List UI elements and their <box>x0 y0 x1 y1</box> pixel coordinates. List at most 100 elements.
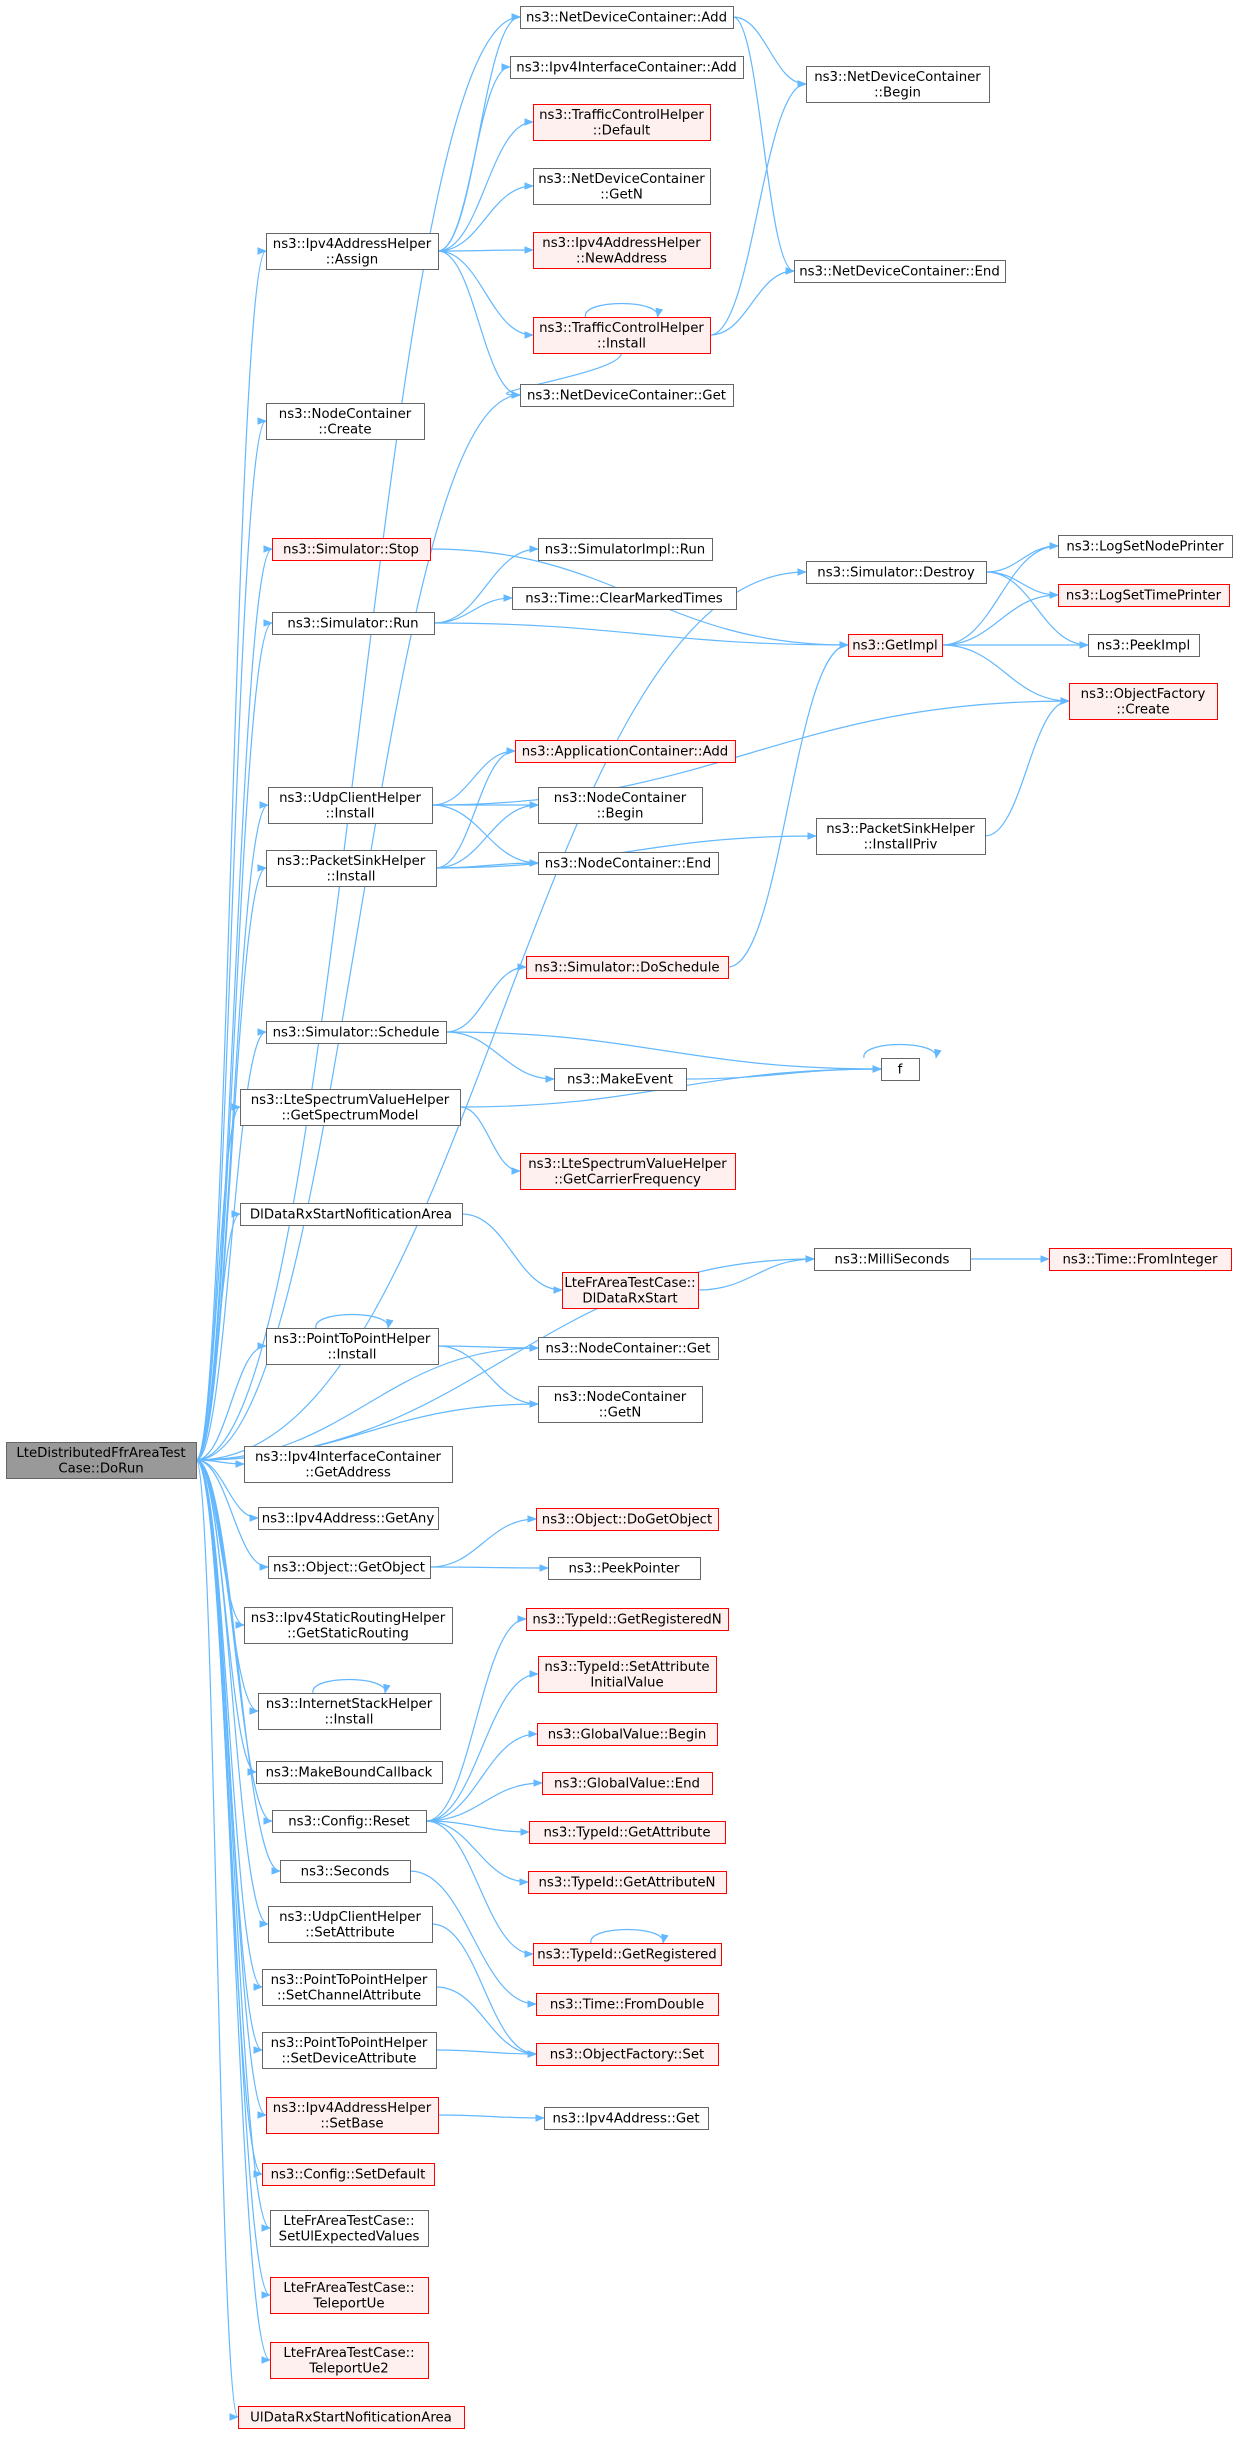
node-box <box>1069 683 1218 720</box>
node-box <box>266 403 425 440</box>
node-label-line: ns3::ObjectFactory <box>1081 687 1206 702</box>
graph-node-appcontainer_add[interactable]: ns3::ApplicationContainer::Add <box>515 740 736 763</box>
node-label-line: ns3::UdpClientHelper <box>279 791 421 806</box>
node-label-line: ns3::Ipv4AddressHelper <box>273 2101 432 2116</box>
graph-node-ipv4ic_getaddr[interactable]: ns3::Ipv4InterfaceContainer::GetAddress <box>244 1446 453 1483</box>
graph-node-sim_stop[interactable]: ns3::Simulator::Stop <box>272 538 431 561</box>
node-box <box>266 1328 439 1365</box>
graph-node-dlrx_area[interactable]: DlDataRxStartNofiticationArea <box>240 1203 463 1226</box>
graph-node-ipv4ah_newaddr[interactable]: ns3::Ipv4AddressHelper::NewAddress <box>533 232 711 269</box>
graph-node-ipv4ah_assign[interactable]: ns3::Ipv4AddressHelper::Assign <box>266 233 439 270</box>
graph-node-psh_installpriv[interactable]: ns3::PacketSinkHelper::InstallPriv <box>816 818 986 855</box>
graph-node-peekimpl[interactable]: ns3::PeekImpl <box>1088 634 1200 657</box>
graph-node-psh_install[interactable]: ns3::PacketSinkHelper::Install <box>266 850 437 887</box>
graph-node-f[interactable]: f <box>881 1058 920 1081</box>
graph-node-p2p_setdevice[interactable]: ns3::PointToPointHelper::SetDeviceAttrib… <box>262 2032 437 2069</box>
graph-node-config_setdefault[interactable]: ns3::Config::SetDefault <box>262 2163 435 2186</box>
call-edge-ndc_add-to-ndc_begin <box>732 16 807 88</box>
graph-node-typeid_getattrn[interactable]: ns3::TypeId::GetAttributeN <box>528 1871 727 1894</box>
graph-node-p2p_install[interactable]: ns3::PointToPointHelper::Install <box>266 1328 439 1365</box>
graph-node-nc_get[interactable]: ns3::NodeContainer::Get <box>538 1337 719 1360</box>
graph-node-typeid_getreg[interactable]: ns3::TypeId::GetRegistered <box>533 1943 722 1966</box>
graph-node-simimpl_run[interactable]: ns3::SimulatorImpl::Run <box>538 538 713 561</box>
node-label-line: ::Install <box>325 1712 374 1727</box>
node-label-line: ns3::LogSetTimePrinter <box>1066 589 1222 604</box>
call-edge-root-to-lsvh_getspectrum <box>195 1103 241 1461</box>
node-label-line: ns3::TypeId::GetRegistered <box>537 1948 716 1963</box>
node-label-line: ns3::TypeId::GetAttributeN <box>539 1876 716 1891</box>
graph-node-sim_run[interactable]: ns3::Simulator::Run <box>272 612 435 635</box>
graph-node-ipv4ah_setbase[interactable]: ns3::Ipv4AddressHelper::SetBase <box>266 2097 439 2134</box>
graph-node-objfactory_create[interactable]: ns3::ObjectFactory::Create <box>1069 683 1218 720</box>
graph-node-lteffr_teleport[interactable]: LteFrAreaTestCase::TeleportUe <box>270 2277 429 2314</box>
graph-node-ipv4a_getany[interactable]: ns3::Ipv4Address::GetAny <box>258 1507 439 1530</box>
graph-node-ipv4a_get[interactable]: ns3::Ipv4Address::Get <box>544 2107 709 2130</box>
graph-node-ndc_end[interactable]: ns3::NetDeviceContainer::End <box>794 260 1006 283</box>
graph-node-sim_doschedule[interactable]: ns3::Simulator::DoSchedule <box>526 956 729 979</box>
graph-node-logsettimeprinter[interactable]: ns3::LogSetTimePrinter <box>1058 584 1230 607</box>
graph-node-ndc_getn[interactable]: ns3::NetDeviceContainer::GetN <box>533 168 711 205</box>
graph-node-gv_begin[interactable]: ns3::GlobalValue::Begin <box>537 1723 718 1746</box>
call-edge-psh_install-to-nc_begin <box>435 801 539 869</box>
node-box <box>268 787 433 824</box>
graph-node-p2p_setchannel[interactable]: ns3::PointToPointHelper::SetChannelAttri… <box>262 1969 437 2006</box>
graph-node-time_clearmarked[interactable]: ns3::Time::ClearMarkedTimes <box>512 587 737 610</box>
graph-node-time_frominteger[interactable]: ns3::Time::FromInteger <box>1049 1248 1232 1271</box>
graph-node-tch_install[interactable]: ns3::TrafficControlHelper::Install <box>533 317 711 354</box>
graph-node-sim_destroy[interactable]: ns3::Simulator::Destroy <box>806 561 987 584</box>
graph-node-lteffr_teleport2[interactable]: LteFrAreaTestCase::TeleportUe2 <box>270 2342 429 2379</box>
graph-node-ulrx_area[interactable]: UlDataRxStartNofiticationArea <box>238 2406 465 2429</box>
call-edge-config_reset-to-gv_begin <box>425 1730 538 1822</box>
call-edge-root-to-nc_create <box>195 417 267 1461</box>
graph-node-ipv4ic_add[interactable]: ns3::Ipv4InterfaceContainer::Add <box>510 56 744 79</box>
graph-node-ndc_add[interactable]: ns3::NetDeviceContainer::Add <box>520 6 734 29</box>
node-box <box>529 1821 726 1844</box>
call-edge-p2p_install-to-p2p_install <box>315 1314 394 1329</box>
graph-node-ndc_get[interactable]: ns3::NetDeviceContainer::Get <box>520 384 734 407</box>
graph-node-millis[interactable]: ns3::MilliSeconds <box>814 1248 971 1271</box>
graph-node-nc_begin[interactable]: ns3::NodeContainer::Begin <box>538 787 703 824</box>
graph-node-getimpl[interactable]: ns3::GetImpl <box>848 634 943 657</box>
graph-node-lsvh_getcarrier[interactable]: ns3::LteSpectrumValueHelper::GetCarrierF… <box>520 1153 736 1190</box>
node-box <box>538 538 713 561</box>
graph-node-time_fromdouble[interactable]: ns3::Time::FromDouble <box>536 1993 719 2016</box>
graph-node-obj_getobject[interactable]: ns3::Object::GetObject <box>268 1556 431 1579</box>
graph-node-tch_default[interactable]: ns3::TrafficControlHelper::Default <box>533 104 711 141</box>
node-box <box>848 634 943 657</box>
graph-node-nc_end[interactable]: ns3::NodeContainer::End <box>538 852 719 875</box>
call-edge-root-to-p2p_setchannel <box>195 1459 263 1991</box>
graph-node-seconds[interactable]: ns3::Seconds <box>280 1860 411 1883</box>
graph-node-udpch_install[interactable]: ns3::UdpClientHelper::Install <box>268 787 433 824</box>
call-edge-udpch_install-to-nc_end <box>431 804 539 867</box>
graph-node-sim_schedule[interactable]: ns3::Simulator::Schedule <box>266 1021 447 1044</box>
node-label-line: ns3::TypeId::GetRegisteredN <box>532 1613 721 1628</box>
graph-node-lteffr_dlrx[interactable]: LteFrAreaTestCase::DlDataRxStart <box>562 1272 699 1309</box>
graph-node-objfactory_set[interactable]: ns3::ObjectFactory::Set <box>536 2043 719 2066</box>
graph-node-lsvh_getspectrum[interactable]: ns3::LteSpectrumValueHelper::GetSpectrum… <box>240 1089 461 1126</box>
graph-node-logsetnodeprinter[interactable]: ns3::LogSetNodePrinter <box>1058 535 1233 558</box>
graph-node-obj_dogetobject[interactable]: ns3::Object::DoGetObject <box>536 1508 719 1531</box>
node-label-line: ns3::Ipv4StaticRoutingHelper <box>251 1611 446 1626</box>
call-edge-sim_run-to-time_clearmarked <box>433 594 513 624</box>
graph-node-typeid_getattr[interactable]: ns3::TypeId::GetAttribute <box>529 1821 726 1844</box>
graph-node-typeid_getregn[interactable]: ns3::TypeId::GetRegisteredN <box>526 1608 729 1631</box>
graph-node-ndc_begin[interactable]: ns3::NetDeviceContainer::Begin <box>806 66 990 103</box>
graph-node-gv_end[interactable]: ns3::GlobalValue::End <box>542 1772 713 1795</box>
graph-node-udpch_setattr[interactable]: ns3::UdpClientHelper::SetAttribute <box>268 1906 433 1943</box>
graph-node-config_reset[interactable]: ns3::Config::Reset <box>272 1810 427 1833</box>
graph-node-makeboundcb[interactable]: ns3::MakeBoundCallback <box>256 1761 443 1784</box>
call-edge-psh_install-to-appcontainer_add <box>435 747 516 869</box>
node-label-line: ::Create <box>1116 702 1169 717</box>
call-edge-ish_install-to-ish_install <box>312 1679 391 1694</box>
graph-node-lteffr_setul[interactable]: LteFrAreaTestCase::SetUlExpectedValues <box>270 2210 429 2247</box>
node-label-line: ns3::TypeId::GetAttribute <box>543 1826 710 1841</box>
graph-node-makeevent[interactable]: ns3::MakeEvent <box>554 1068 687 1091</box>
graph-node-nc_create[interactable]: ns3::NodeContainer::Create <box>266 403 425 440</box>
graph-node-nc_getn[interactable]: ns3::NodeContainer::GetN <box>538 1386 703 1423</box>
graph-node-ipv4srh_getstatic[interactable]: ns3::Ipv4StaticRoutingHelper::GetStaticR… <box>244 1607 453 1644</box>
call-edge-config_reset-to-typeid_getreg <box>425 1820 534 1958</box>
node-box <box>544 2107 709 2130</box>
graph-node-peekpointer[interactable]: ns3::PeekPointer <box>548 1557 701 1580</box>
graph-node-ish_install[interactable]: ns3::InternetStackHelper::Install <box>258 1693 441 1730</box>
